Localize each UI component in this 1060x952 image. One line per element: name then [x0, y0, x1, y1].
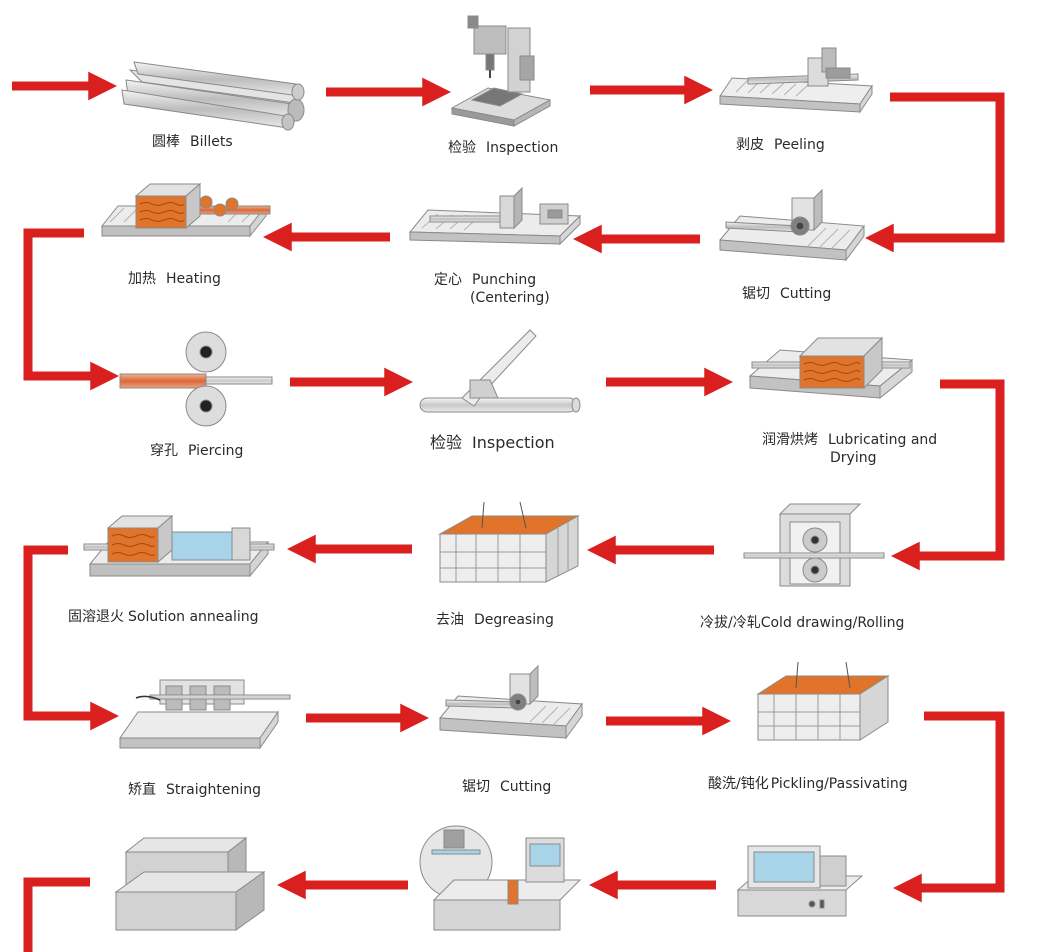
straightening-machine-icon [119, 679, 291, 750]
lubricating-oven-icon [748, 336, 914, 400]
arrow-annealing-to-straightening [23, 545, 120, 731]
saw-cutting-icon [438, 664, 583, 740]
saw-cutting-icon [718, 188, 865, 262]
heating-furnace-icon [100, 182, 271, 238]
punching-machine-icon [408, 186, 582, 246]
tube-inspection-icon [419, 329, 581, 413]
solution-annealing-furnace-icon [83, 514, 275, 578]
arrow-peeling-to-cutting [864, 92, 1005, 253]
inspection-press-icon [450, 15, 552, 127]
piercing-rolls-icon [119, 331, 273, 427]
degreasing-tank-icon [438, 501, 580, 583]
step-label-cold-drawing: 冷拔/冷轧Cold drawing/Rolling [700, 615, 905, 631]
arrow-pickling-to-testing [892, 711, 1005, 903]
billets-icon [121, 61, 305, 131]
eddy-current-tester-icon [736, 845, 864, 917]
peeling-machine-icon [719, 47, 873, 114]
arrow-heating-to-piercing [23, 228, 120, 391]
ultrasonic-testing-icon [419, 825, 582, 931]
flow-arrows [12, 71, 1005, 952]
arrow-exit [23, 877, 90, 952]
packing-boxes-icon [114, 836, 266, 931]
pickling-tank-icon [756, 661, 890, 741]
cold-drawing-mill-icon [743, 503, 885, 587]
arrow-lubricating-to-cold-drawing [890, 379, 1005, 571]
